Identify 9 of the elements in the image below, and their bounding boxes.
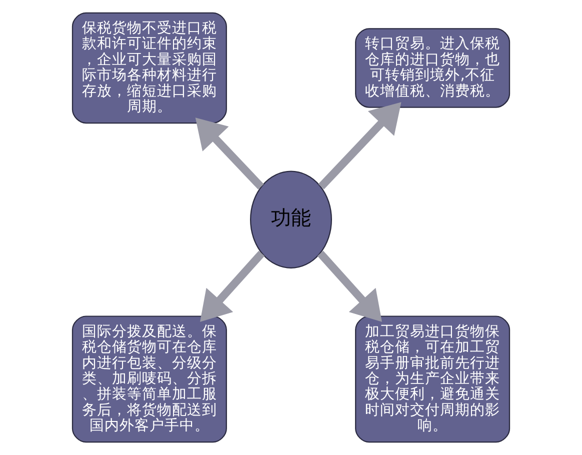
node-ellipse: 功能 [250, 170, 332, 268]
arrow [317, 250, 382, 322]
arrow [195, 118, 264, 190]
node-box: 国际分拨及配送。保税仓储货物可在仓库内进行包装、分级分类、加刷唛码、分拆、拼装等简单加工服务后，将货物配送到国内外客户手中。 [72, 316, 227, 443]
arrow [200, 250, 265, 322]
node-box: 加工贸易进口货物保税仓储，可在加工贸易手册审批前先行进仓，为生产企业带来极大便利，避免通关时间对交付周期的影响。 [355, 316, 510, 443]
node-box: 转口贸易。进入保税仓库的进口货物，也可转销到境外,不征收增值税、消费税。 [355, 28, 510, 108]
arrow [318, 102, 402, 190]
node-box: 保税货物不受进口税款和许可证件的约束，企业可大量采购国际市场各种材料进行存放，缩短进口采购周期。 [72, 12, 227, 124]
